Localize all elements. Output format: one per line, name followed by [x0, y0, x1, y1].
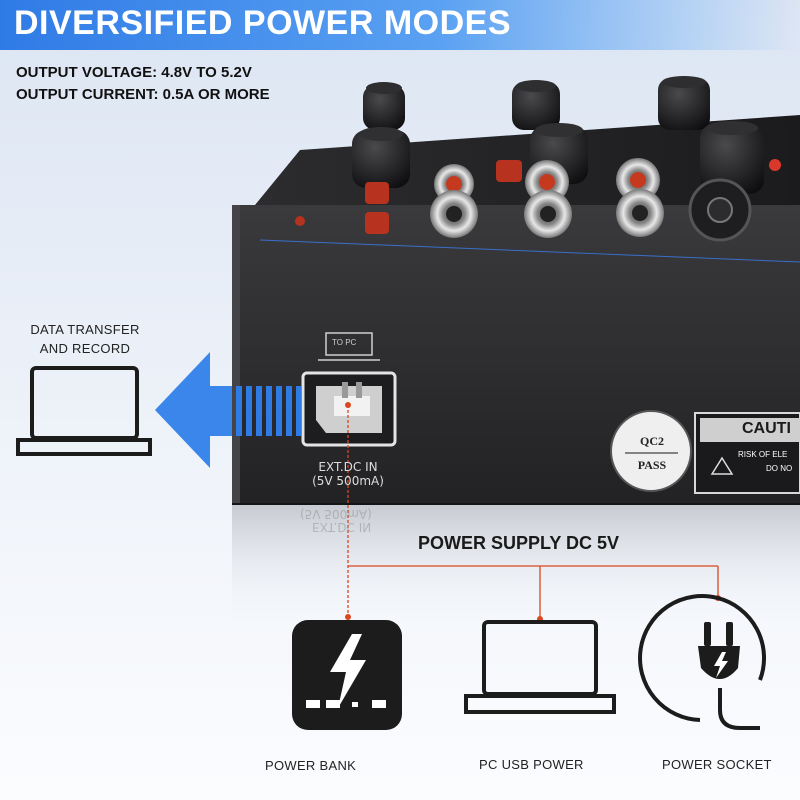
do-not-text: DO NO [766, 464, 793, 473]
power-socket-icon [638, 594, 766, 730]
power-supply-title: POWER SUPPLY DC 5V [418, 533, 620, 553]
rca-jack [616, 189, 664, 237]
caution-text: CAUTI [742, 420, 791, 437]
power-bank-icon [292, 620, 402, 730]
to-pc-icon [318, 332, 380, 361]
knob [363, 82, 405, 130]
knob [658, 76, 710, 130]
red-button [496, 160, 522, 182]
reflection-text: (5V 500mA) [300, 507, 372, 521]
mixer-reflection [232, 505, 800, 625]
data-transfer-label: DATA TRANSFER AND RECORD [10, 320, 160, 358]
risk-text: RISK OF ELE [738, 450, 788, 459]
data-transfer-arrow [155, 352, 301, 468]
qc-top-text: QC2 [640, 434, 664, 448]
power-socket-label: POWER SOCKET [662, 757, 772, 772]
knob [512, 80, 560, 130]
red-button [365, 212, 389, 234]
qc-bottom-text: PASS [637, 458, 667, 472]
ext-dc-line1: EXT.DC IN [318, 460, 378, 474]
rca-jack [524, 190, 572, 238]
pc-usb-power-label: PC USB POWER [479, 757, 584, 772]
data-laptop-icon [16, 366, 152, 456]
ext-dc-line2: (5V 500mA) [312, 474, 384, 488]
reflection-text: EXT.DC IN [312, 520, 372, 534]
power-bank-label: POWER BANK [265, 758, 357, 773]
output-voltage-spec: OUTPUT VOLTAGE: 4.8V TO 5.2V [16, 64, 252, 81]
banner-title: DIVERSIFIED POWER MODES [14, 4, 511, 42]
ext-dc-label: EXT.DC IN (5V 500mA) [288, 460, 408, 488]
output-current-spec: OUTPUT CURRENT: 0.5A OR MORE [16, 86, 270, 103]
knob [352, 127, 410, 188]
qc-pass-sticker [610, 410, 692, 492]
data-transfer-line1: DATA TRANSFER [30, 322, 140, 337]
data-transfer-line2: AND RECORD [39, 341, 131, 356]
pc-laptop-icon [464, 620, 616, 714]
usb-b-port [301, 371, 397, 447]
power-connector-lines [347, 405, 719, 618]
to-pc-label: TO PC [332, 338, 357, 347]
red-button [365, 182, 389, 204]
knob [700, 121, 764, 194]
xlr-jack [688, 178, 752, 242]
rca-jack [430, 190, 478, 238]
title-banner: DIVERSIFIED POWER MODES [0, 0, 800, 50]
